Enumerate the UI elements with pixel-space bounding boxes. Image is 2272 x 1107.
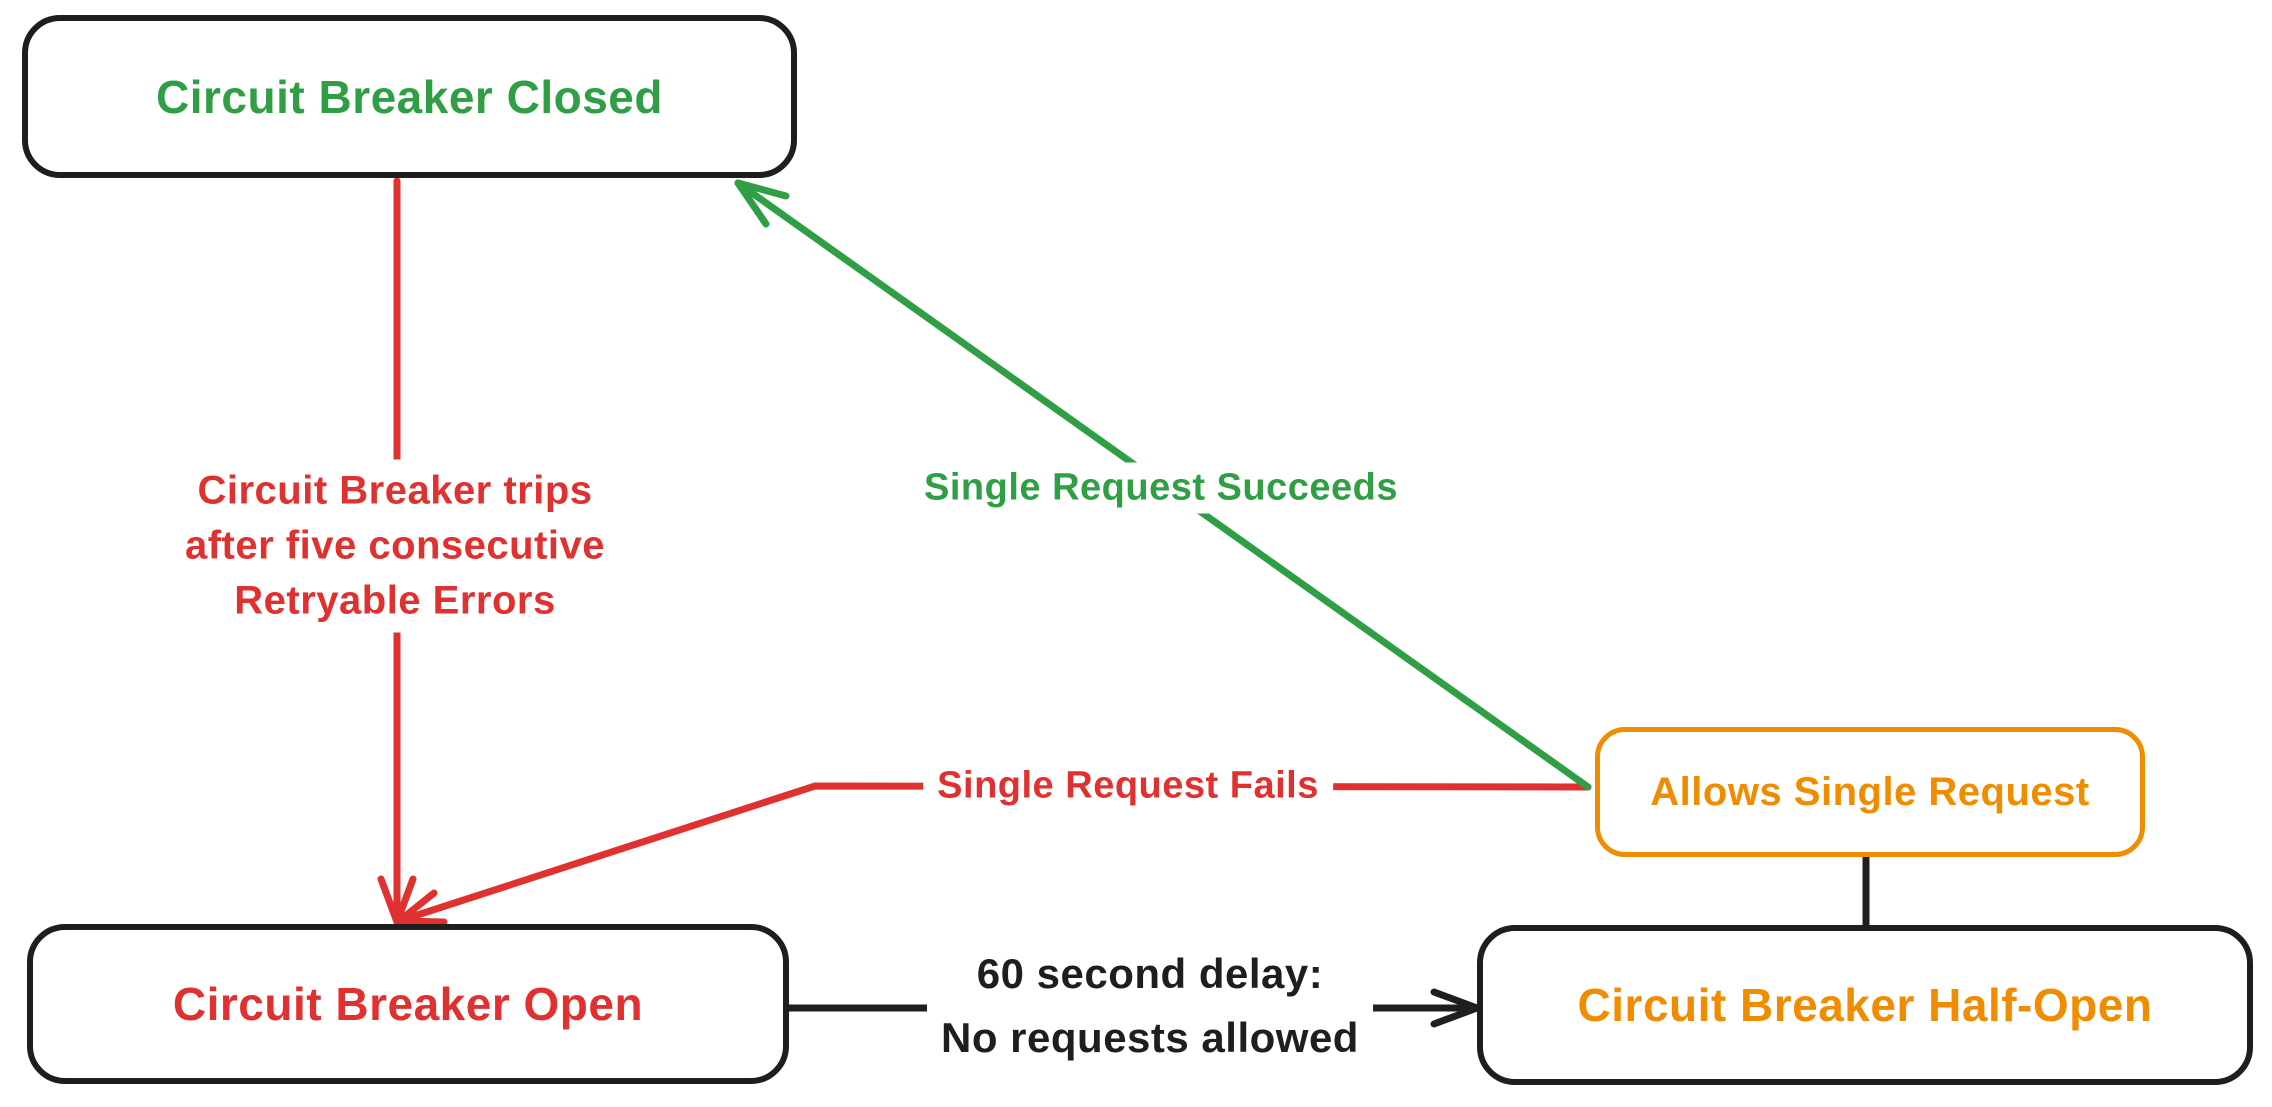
edge-label-delay-line1: 60 second delay: xyxy=(976,950,1324,997)
succeeds-arrowhead-icon xyxy=(734,179,770,228)
node-allows-single-request-label: Allows Single Request xyxy=(1650,769,2090,814)
node-circuit-breaker-closed: Circuit Breaker Closed xyxy=(22,15,797,178)
edge-label-succeeds: Single Request Succeeds xyxy=(910,462,1412,514)
node-circuit-breaker-open: Circuit Breaker Open xyxy=(27,924,789,1084)
edge-label-trip-line2: after five consecutive xyxy=(184,523,606,568)
edge-label-trip-line1: Circuit Breaker trips xyxy=(197,468,593,513)
node-circuit-breaker-half-open-label: Circuit Breaker Half-Open xyxy=(1577,979,2153,1031)
delay-arrowhead-icon xyxy=(1430,988,1481,1012)
edge-label-delay-line2: No requests allowed xyxy=(941,1014,1359,1061)
edge-label-trip: Circuit Breaker trips after five consecu… xyxy=(170,459,620,633)
edge-label-trip-line3: Retryable Errors xyxy=(234,578,556,623)
node-circuit-breaker-open-label: Circuit Breaker Open xyxy=(172,978,644,1030)
node-circuit-breaker-closed-label: Circuit Breaker Closed xyxy=(156,70,663,123)
trip-arrowhead-icon xyxy=(377,875,401,926)
fails-arrowhead-icon xyxy=(395,917,448,926)
node-allows-single-request: Allows Single Request xyxy=(1595,727,2145,857)
edge-label-fails: Single Request Fails xyxy=(923,760,1333,812)
edge-label-delay: 60 second delay: No requests allowed xyxy=(927,938,1373,1074)
node-circuit-breaker-half-open: Circuit Breaker Half-Open xyxy=(1477,925,2253,1085)
